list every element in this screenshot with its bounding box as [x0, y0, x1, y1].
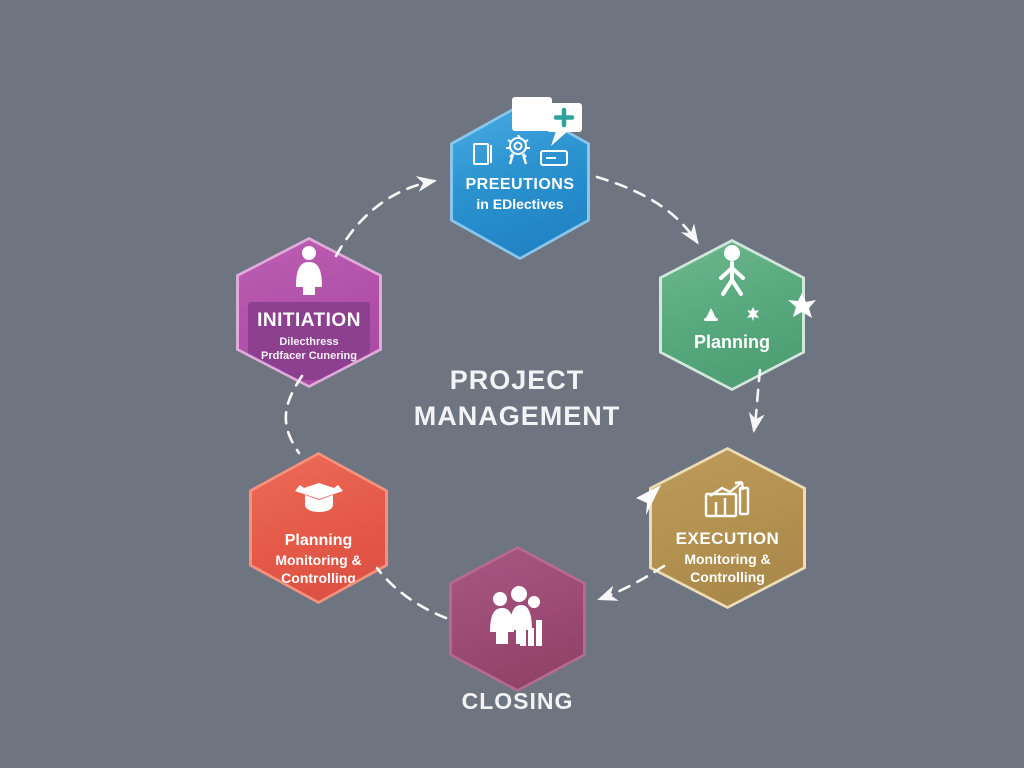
card-icon — [540, 149, 568, 172]
hexagon-monitoring-subtitle1: Monitoring & — [275, 552, 362, 568]
cone-icon — [703, 308, 719, 326]
bar-chart-growth-icon — [702, 480, 754, 525]
sparkle-icon — [745, 307, 761, 326]
rosette-badge-icon — [502, 133, 534, 172]
hexagon-objectives-subtitle: in EDlectives — [476, 196, 564, 212]
graduation-cap-icon — [291, 481, 347, 524]
hexagon-initiation-title: INITIATION — [257, 310, 361, 331]
book-icon — [472, 141, 496, 172]
hexagon-closing — [449, 546, 586, 692]
stick-figure-icon — [710, 244, 754, 305]
page-title-line2: MANAGEMENT — [413, 401, 621, 432]
hexagon-monitoring-title: Planning — [284, 532, 353, 549]
line-initiation-to-monitoring — [284, 374, 304, 455]
hexagon-monitoring-controlling: Planning Monitoring & Controlling — [249, 452, 388, 604]
page-title: PROJECT MANAGEMENT — [372, 362, 662, 435]
hexagon-execution-subtitle1: Monitoring & — [684, 551, 771, 567]
page-title-line1: PROJECT — [449, 365, 585, 395]
team-chart-icon — [486, 585, 550, 653]
hexagon-execution-title: EXECUTION — [675, 529, 780, 548]
hexagon-initiation-subtitle2: Prdfacer Cunering — [261, 349, 357, 362]
hexagon-execution: EXECUTION Monitoring & Controlling — [649, 447, 806, 609]
arrow-initiation-to-objectives — [334, 176, 437, 258]
hexagon-initiation: INITIATION Dilecthress Prdfacer Cunering — [236, 237, 382, 388]
hexagon-execution-subtitle2: Controlling — [690, 569, 765, 585]
hexagon-monitoring-subtitle2: Controlling — [281, 570, 356, 586]
person-icon — [289, 245, 329, 300]
hexagon-objectives: PREEUTIONS in EDlectives — [450, 104, 590, 260]
hexagon-objectives-title: PREEUTIONS — [465, 176, 575, 193]
hexagon-planning-title: Planning — [694, 332, 770, 352]
hexagon-initiation-subtitle1: Dilecthress — [279, 336, 339, 348]
arrow-objectives-to-planning — [595, 175, 699, 245]
hexagon-planning: Planning — [659, 239, 805, 391]
line-closing-to-monitoring — [375, 566, 448, 620]
hexagon-closing-label: CLOSING — [461, 688, 574, 714]
